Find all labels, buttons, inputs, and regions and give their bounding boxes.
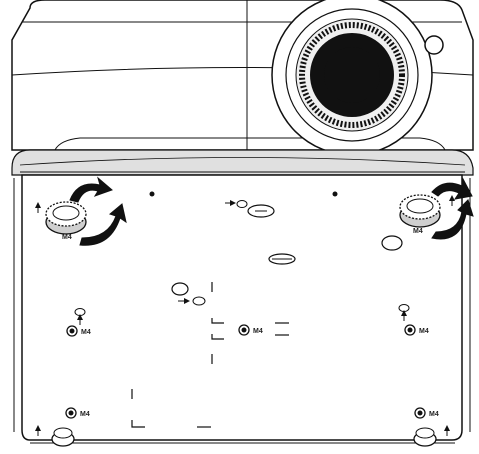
- bottom-plate: [13, 174, 471, 444]
- arrow-right-marker-icon: [178, 296, 206, 306]
- m4-screw-hole: M4: [404, 324, 429, 336]
- svg-text:M4: M4: [81, 329, 91, 336]
- center-vent-mid: [268, 253, 296, 265]
- m4-screw-hole: M4: [238, 324, 263, 336]
- adjuster-rotate-arrow-icon: [431, 177, 474, 240]
- m4-screw-hole: M4: [414, 407, 439, 419]
- svg-text:M4: M4: [80, 411, 90, 418]
- center-vent-top: [247, 204, 275, 218]
- rear-foot-left: [51, 427, 75, 447]
- adjuster-rotate-arrow-icon: [69, 176, 127, 246]
- right-adjuster-foot: M4: [399, 194, 455, 235]
- svg-text:M4: M4: [62, 234, 72, 241]
- foot-pad: [381, 235, 403, 251]
- alignment-marks: [131, 282, 289, 428]
- svg-text:M4: M4: [419, 328, 429, 335]
- svg-text:M4: M4: [413, 228, 423, 235]
- rear-foot-right: [413, 427, 437, 447]
- lens-assembly: [271, 0, 433, 156]
- screw-dot: [149, 191, 155, 197]
- arrow-up-marker-icon: [74, 308, 86, 325]
- svg-text:M4: M4: [253, 328, 263, 335]
- m4-screw-hole: M4: [66, 325, 91, 337]
- arrow-up-marker-icon: [398, 304, 410, 321]
- m4-screw-hole: M4: [65, 407, 90, 419]
- screw-dot: [332, 191, 338, 197]
- arrow-right-marker-icon: [225, 200, 248, 208]
- ir-sensor-icon: [424, 35, 444, 55]
- foot-pad: [171, 282, 189, 296]
- left-adjuster-foot: M4: [35, 201, 87, 241]
- svg-text:M4: M4: [429, 411, 439, 418]
- front-band: [11, 149, 474, 176]
